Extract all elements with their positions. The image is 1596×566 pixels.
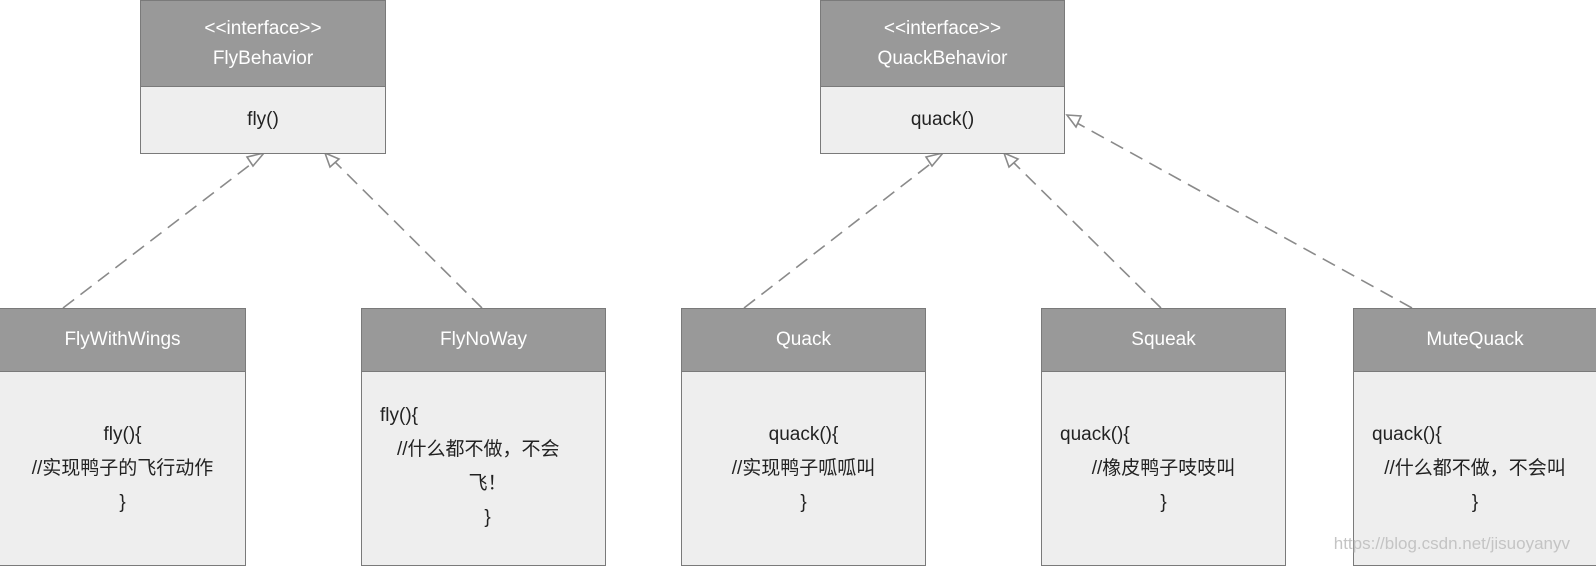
method-label: quack() bbox=[910, 109, 975, 130]
class-quack: Quack quack(){ //实现鸭子呱呱叫 } bbox=[681, 308, 926, 566]
edge-mutequack-quackbehavior bbox=[1076, 122, 1413, 309]
arrowhead-icon bbox=[1002, 151, 1020, 169]
class-squeak: Squeak quack(){ //橡皮鸭子吱吱叫 } bbox=[1041, 308, 1286, 566]
class-fly-no-way: FlyNoWay fly(){ //什么都不做，不会 飞！ } bbox=[361, 308, 606, 566]
comment-line: //什么都不做，不会叫 bbox=[1384, 457, 1566, 479]
class-name: FlyWithWings bbox=[64, 329, 181, 350]
arrowhead-icon bbox=[323, 151, 341, 169]
class-header: FlyNoWay bbox=[362, 309, 605, 372]
method-line: quack(){ bbox=[768, 423, 839, 445]
class-header: MuteQuack bbox=[1354, 309, 1596, 372]
class-methods: fly(){ //实现鸭子的飞行动作 } bbox=[0, 372, 245, 565]
class-methods: fly(){ //什么都不做，不会 飞！ } bbox=[362, 372, 605, 565]
arrowhead-icon bbox=[245, 151, 267, 168]
interface-name: QuackBehavior bbox=[877, 47, 1008, 69]
class-name: Squeak bbox=[1131, 329, 1196, 350]
method-label: fly() bbox=[247, 109, 279, 130]
interface-methods: quack() bbox=[821, 87, 1064, 153]
comment-line: //什么都不做，不会 bbox=[397, 438, 560, 460]
class-name: Quack bbox=[776, 329, 831, 350]
class-header: Squeak bbox=[1042, 309, 1285, 372]
comment-line: //实现鸭子的飞行动作 bbox=[31, 457, 214, 479]
arrowhead-icon bbox=[924, 151, 946, 168]
interface-quack-behavior: <<interface>> QuackBehavior quack() bbox=[820, 0, 1065, 154]
class-header: FlyWithWings bbox=[0, 309, 245, 372]
watermark-text: https://blog.csdn.net/jisuoyanyv bbox=[1333, 534, 1570, 553]
edge-quack-quackbehavior bbox=[743, 157, 939, 309]
method-line: fly(){ bbox=[103, 423, 142, 445]
edge-flynoway-flybehavior bbox=[332, 159, 483, 309]
interface-header: <<interface>> FlyBehavior bbox=[141, 1, 385, 87]
class-name: MuteQuack bbox=[1426, 329, 1524, 350]
interface-fly-behavior: <<interface>> FlyBehavior fly() bbox=[140, 0, 386, 154]
interface-name: FlyBehavior bbox=[212, 47, 314, 69]
method-line: quack(){ bbox=[1372, 423, 1442, 445]
comment-line: //橡皮鸭子吱吱叫 bbox=[1091, 457, 1236, 479]
class-name: FlyNoWay bbox=[440, 329, 527, 350]
arrowhead-icon bbox=[1065, 114, 1083, 129]
method-line: } bbox=[800, 491, 807, 513]
method-line: fly(){ bbox=[380, 404, 418, 426]
stereotype-label: <<interface>> bbox=[883, 17, 1002, 39]
method-line: } bbox=[1471, 491, 1479, 513]
method-line: quack(){ bbox=[1060, 423, 1130, 445]
class-mute-quack: MuteQuack quack(){ //什么都不做，不会叫 } bbox=[1353, 308, 1596, 566]
class-methods: quack(){ //实现鸭子呱呱叫 } bbox=[682, 372, 925, 565]
interface-methods: fly() bbox=[141, 87, 385, 153]
class-fly-with-wings: FlyWithWings fly(){ //实现鸭子的飞行动作 } bbox=[0, 308, 246, 566]
class-methods: quack(){ //什么都不做，不会叫 } bbox=[1354, 372, 1596, 565]
comment-line: 飞！ bbox=[468, 472, 507, 494]
stereotype-label: <<interface>> bbox=[204, 17, 322, 39]
class-methods: quack(){ //橡皮鸭子吱吱叫 } bbox=[1042, 372, 1285, 565]
method-line: } bbox=[484, 506, 491, 528]
edge-flywithwings-flybehavior bbox=[62, 157, 260, 309]
interface-header: <<interface>> QuackBehavior bbox=[821, 1, 1064, 87]
comment-line: //实现鸭子呱呱叫 bbox=[731, 457, 876, 479]
class-header: Quack bbox=[682, 309, 925, 372]
method-line: } bbox=[119, 491, 126, 513]
edge-squeak-quackbehavior bbox=[1011, 160, 1162, 309]
method-line: } bbox=[1160, 491, 1167, 513]
